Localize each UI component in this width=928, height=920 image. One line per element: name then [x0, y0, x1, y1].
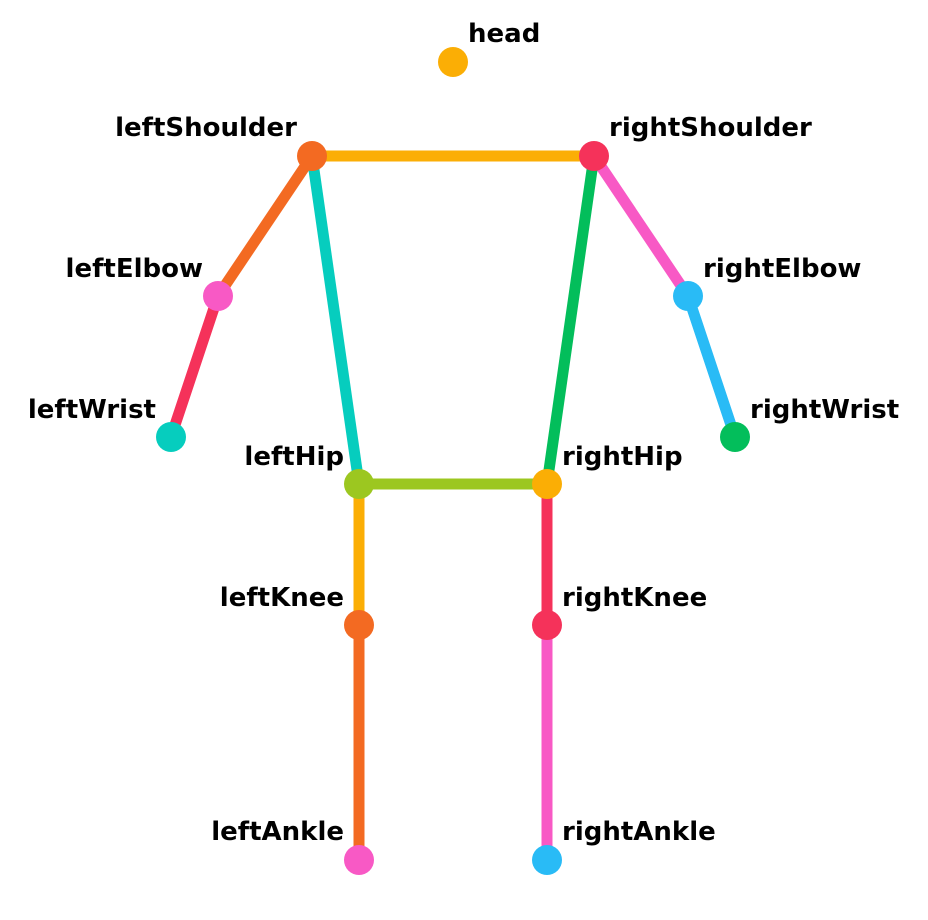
limb-left-elbow-to-left-wrist	[165, 294, 224, 439]
limb-layer	[165, 150, 741, 860]
label-left-elbow: leftElbow	[66, 254, 203, 284]
keypoint-left-wrist	[156, 422, 186, 452]
label-right-ankle: rightAnkle	[562, 817, 716, 847]
keypoint-right-hip	[532, 469, 562, 499]
limb-right-shoulder-to-right-elbow	[589, 152, 693, 300]
limb-right-shoulder-to-right-hip	[541, 155, 600, 485]
keypoint-left-ankle	[344, 845, 374, 875]
label-right-elbow: rightElbow	[703, 254, 861, 284]
label-right-wrist: rightWrist	[750, 395, 899, 425]
limb-right-elbow-to-right-wrist	[682, 294, 741, 439]
limb-left-shoulder-to-left-hip	[306, 155, 365, 485]
keypoint-right-knee	[532, 610, 562, 640]
limb-left-shoulder-to-left-elbow	[213, 152, 317, 300]
keypoint-right-elbow	[673, 281, 703, 311]
keypoint-left-shoulder	[297, 141, 327, 171]
keypoint-right-wrist	[720, 422, 750, 452]
label-left-shoulder: leftShoulder	[115, 113, 297, 143]
label-layer: head leftShoulder rightShoulder leftElbow ri…	[28, 19, 899, 847]
label-head: head	[468, 19, 540, 49]
keypoint-left-hip	[344, 469, 374, 499]
label-left-hip: leftHip	[244, 442, 344, 472]
label-left-knee: leftKnee	[220, 583, 344, 613]
label-right-knee: rightKnee	[562, 583, 707, 613]
keypoint-left-knee	[344, 610, 374, 640]
keypoint-left-elbow	[203, 281, 233, 311]
label-right-hip: rightHip	[562, 442, 683, 472]
keypoint-right-shoulder	[579, 141, 609, 171]
label-left-wrist: leftWrist	[28, 395, 156, 425]
keypoint-layer	[156, 47, 750, 875]
keypoint-right-ankle	[532, 845, 562, 875]
keypoint-head	[438, 47, 468, 77]
label-left-ankle: leftAnkle	[211, 817, 344, 847]
label-right-shoulder: rightShoulder	[609, 113, 812, 143]
